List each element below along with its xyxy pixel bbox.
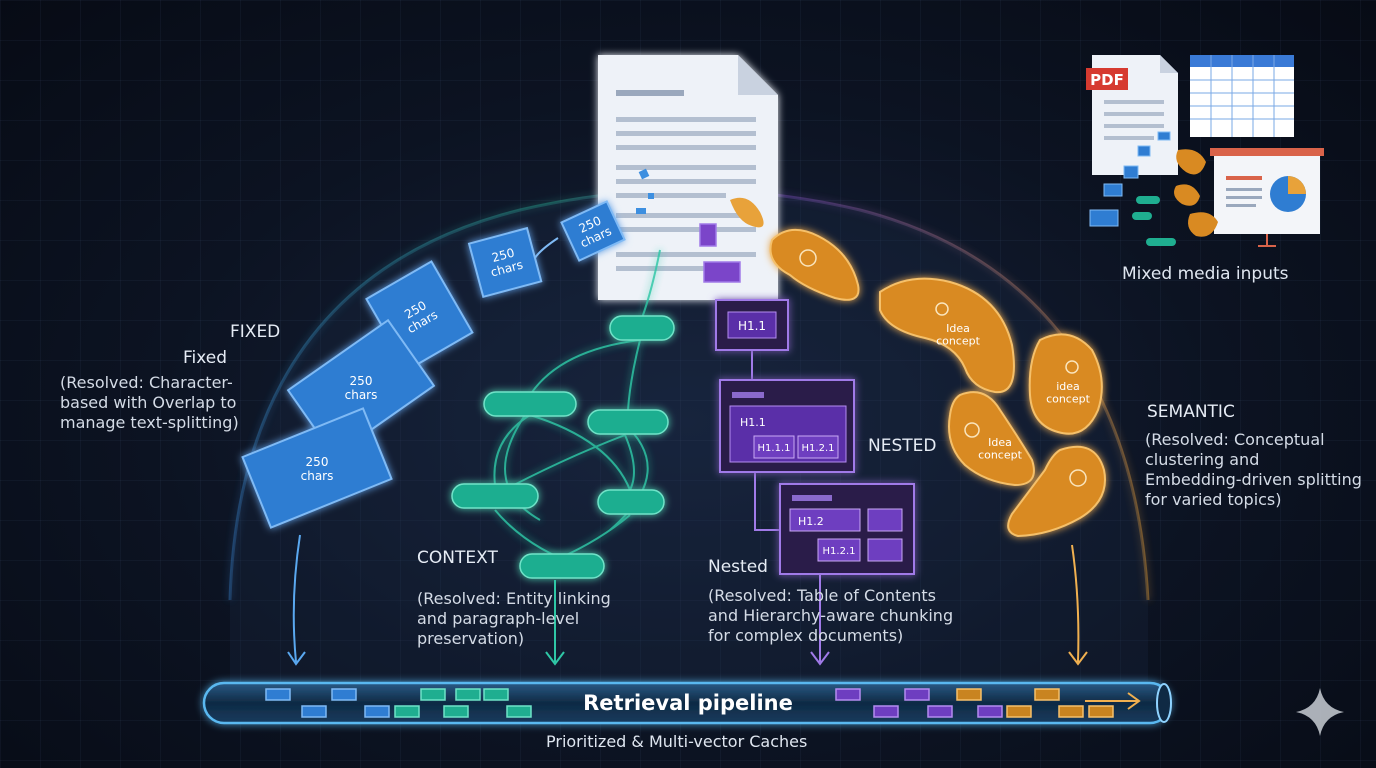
semantic-blob-4 [948, 391, 1035, 487]
lightbulb-icon-1 [935, 302, 949, 316]
context-arrow [545, 580, 565, 666]
context-node-6 [519, 553, 605, 579]
pipeline-title: Retrieval pipeline [583, 691, 793, 715]
semantic-description: (Resolved: Conceptual clustering and Emb… [1145, 430, 1362, 509]
fixed-arrow [287, 534, 306, 666]
semantic-blob-1 [769, 229, 860, 301]
fixed-chunk-2 [286, 318, 436, 458]
brain-icon-1 [799, 249, 817, 267]
context-node-5 [597, 489, 665, 515]
fixed-chunk-5 [560, 200, 626, 262]
pdf-badge [1086, 68, 1128, 90]
nested-description: (Resolved: Table of Contents and Hierarc… [708, 586, 954, 645]
sparkle-icon [1296, 688, 1344, 736]
fixed-chunk-4 [467, 226, 543, 299]
semantic-arrow [1068, 544, 1088, 666]
fixed-heading: Fixed [183, 348, 228, 368]
source-document [598, 55, 778, 300]
presentation-icon [1210, 148, 1324, 247]
retrieval-pipeline: Retrieval pipeline [202, 681, 1172, 725]
nested-tag-h1-2-1-a: H1.2.1 [802, 443, 835, 454]
semantic-heading: SEMANTIC [1147, 402, 1235, 422]
fixed-heading-upper: FIXED [230, 322, 281, 342]
context-node-2 [483, 391, 577, 417]
nested-heading: Nested [708, 557, 768, 577]
nested-tag-h1-2-1-b: H1.2.1 [823, 546, 856, 557]
fixed-chunks [241, 200, 626, 529]
nested-tag-h1-2: H1.2 [798, 515, 824, 528]
mixed-media-caption: Mixed media inputs [1122, 264, 1289, 284]
brain-icon-2 [964, 422, 980, 438]
spreadsheet-icon [1190, 55, 1294, 137]
context-graph [451, 249, 675, 579]
pipeline-subtitle: Prioritized & Multi-vector Caches [546, 732, 808, 751]
nested-tag-h1-1-1: H1.1.1 [758, 443, 791, 454]
context-description: (Resolved: Entity linking and paragraph-… [417, 589, 611, 648]
brain-icon-3 [1069, 469, 1087, 487]
flow-arrows [287, 534, 1088, 666]
nested-heading-upper: NESTED [868, 436, 937, 456]
pdf-label: PDF [1090, 71, 1124, 89]
context-node-3 [587, 409, 669, 435]
context-node-4 [451, 483, 539, 509]
semantic-blobs [769, 229, 1106, 538]
semantic-blob-5 [1007, 445, 1106, 538]
fixed-chunk-1 [241, 407, 393, 529]
nested-tag-h1-1-mid: H1.1 [740, 416, 766, 429]
mixed-media-icons: PDF [1086, 55, 1324, 247]
semantic-blob-3 [1028, 333, 1103, 435]
context-node-1 [609, 315, 675, 341]
nested-tag-h1-1-top: H1.1 [738, 319, 766, 333]
context-heading: CONTEXT [417, 548, 498, 568]
nested-arrow [810, 574, 830, 666]
nested-hierarchy: H1.1 H1.1 H1.1.1 H1.2.1 H1.2 H1.2.1 [715, 299, 915, 575]
fixed-description: (Resolved: Character- based with Overlap… [60, 373, 239, 432]
lightbulb-icon-2 [1065, 360, 1079, 374]
semantic-blob-2 [879, 277, 1015, 394]
